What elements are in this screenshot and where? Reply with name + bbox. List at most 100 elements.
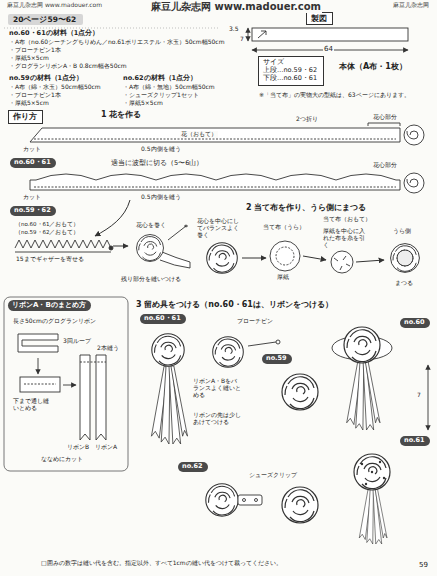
step-heading: 3 留め具をつける（no.60・61は、リボンをつける）: [135, 300, 334, 309]
finishing-steps: [282, 487, 318, 523]
backing-steps: [276, 247, 294, 265]
annotation: 当て布（おもて）: [322, 216, 372, 223]
page-number: 59: [418, 561, 429, 569]
material-line: ・A布（綿・水玉）50cm幅50cm: [8, 84, 102, 91]
annotation: 花心部分: [372, 114, 398, 121]
finishing-steps: [152, 334, 184, 366]
ribbon-steps: [80, 355, 90, 440]
model-tag: no.60・61: [10, 158, 56, 168]
annotation: リボンA・Bをバランスよく縫いとめる: [192, 378, 244, 399]
finishing-steps: [238, 495, 262, 505]
node-text: 作り方: [13, 112, 37, 122]
finishing-steps: [354, 454, 390, 490]
node-text: no.60: [404, 319, 425, 327]
annotation: カット: [22, 194, 42, 201]
annotation: 当て布（うら）: [262, 224, 306, 231]
ribbon-steps: [24, 384, 56, 385]
ribbon-panel: [4, 297, 128, 471]
step-heading: 2 当て布を作り、うら側にまつる: [245, 203, 367, 212]
node-text: リボンA・Bのまとめ方: [12, 301, 86, 309]
pattern-piece: [258, 31, 266, 38]
backing-steps: [334, 256, 350, 270]
section-box: 製図: [306, 12, 333, 25]
step-arrows: [303, 256, 326, 260]
rolling-flower: [168, 226, 186, 240]
backing-steps: [391, 244, 420, 273]
dimension: 7: [239, 36, 245, 43]
finishing-steps: [344, 327, 380, 363]
wavy-strip: [30, 173, 424, 193]
node-text: no.62: [182, 463, 203, 471]
annotation: 15までギャザーを寄せる: [15, 256, 85, 263]
flower-strip: [368, 123, 400, 126]
gathered-strip: [15, 240, 113, 252]
annotation: ななめにカット: [40, 456, 84, 463]
material-line: ・ブローチピン1本: [8, 47, 62, 54]
finishing-steps: [361, 461, 385, 485]
rolling-flower: [137, 225, 191, 268]
node-text: 製図: [311, 14, 327, 23]
material-line: ・厚紙5×5cm: [8, 100, 50, 107]
gathered-strip: [109, 246, 113, 250]
model-tag: no.59・62: [10, 206, 56, 216]
part-name: リボンB: [66, 444, 90, 451]
gathered-strip: [15, 240, 111, 248]
material-line: ・シューズクリップ1セット: [122, 92, 200, 99]
ribbon-steps: [38, 358, 39, 374]
step-arrows: [242, 258, 266, 259]
annotation: 花心部分: [372, 162, 398, 169]
section-box: 作り方: [8, 110, 43, 124]
note: ※「当て布」の実物大の型紙は、63ページにあります。: [258, 92, 411, 99]
annotation: うら側: [392, 228, 412, 235]
node-text: no.60・61: [14, 159, 51, 167]
node-text: 上段…no.59・62: [263, 67, 317, 75]
finishing-steps: [365, 483, 367, 485]
annotation: 0.5内側を縫う: [140, 194, 182, 201]
gathered-strip: [15, 252, 111, 253]
ribbon-steps: [20, 377, 60, 392]
watermark: 麻豆儿杂志网: [392, 2, 430, 9]
annotation: 2つ折り: [295, 116, 319, 123]
annotation: リボンの先は少しあけてつける: [192, 412, 244, 426]
backing-steps: [270, 241, 300, 271]
pattern-piece: [252, 28, 408, 41]
material-line: ・厚紙5×5cm: [122, 100, 164, 107]
pattern-piece: [248, 28, 249, 41]
part-name: ブローチピン: [236, 318, 274, 325]
finishing-steps: [371, 471, 373, 473]
annotation: 厚紙: [276, 274, 290, 281]
finishing-steps: [151, 327, 428, 544]
flower-strip: [30, 128, 400, 142]
step-arrows: [356, 260, 384, 262]
annotation: まつる: [394, 280, 414, 287]
dimension: 64: [323, 45, 334, 53]
annotation: 0.5内側を縫う: [140, 146, 182, 153]
node-text: no.61: [404, 437, 425, 445]
rolling-flower: [137, 235, 164, 262]
wavy-strip: [34, 187, 396, 188]
ribbon-steps: [18, 334, 106, 440]
step-heading: 1 花を作る: [100, 110, 142, 119]
rolling-flower: [185, 225, 188, 227]
piece-name: 本体（A布・1枚）: [338, 62, 408, 71]
material-heading: no.60・61の材料（1点分）: [8, 30, 100, 37]
annotation: カット: [22, 146, 42, 153]
annotation: 花心を巻く: [135, 222, 167, 229]
dimension: 3.5: [228, 26, 240, 33]
flower-strip: [404, 125, 424, 145]
part-name: リボンA: [94, 444, 118, 451]
page-header-band: 20ページ59〜62: [8, 14, 83, 25]
wavy-strip: [404, 173, 424, 193]
node-text: サイズ: [263, 59, 284, 67]
wavy-strip: [407, 179, 418, 187]
ribbon-steps: [80, 362, 106, 363]
part-name: シューズクリップ: [248, 472, 298, 479]
annotation: 2本縫う: [96, 345, 120, 352]
finishing-steps: [151, 366, 187, 444]
flower-strip: [407, 131, 418, 139]
backing-steps: [331, 251, 353, 273]
section-pill: リボンA・Bのまとめ方: [8, 300, 91, 311]
backing-steps: [207, 241, 420, 273]
node-text: no.59: [266, 355, 287, 363]
